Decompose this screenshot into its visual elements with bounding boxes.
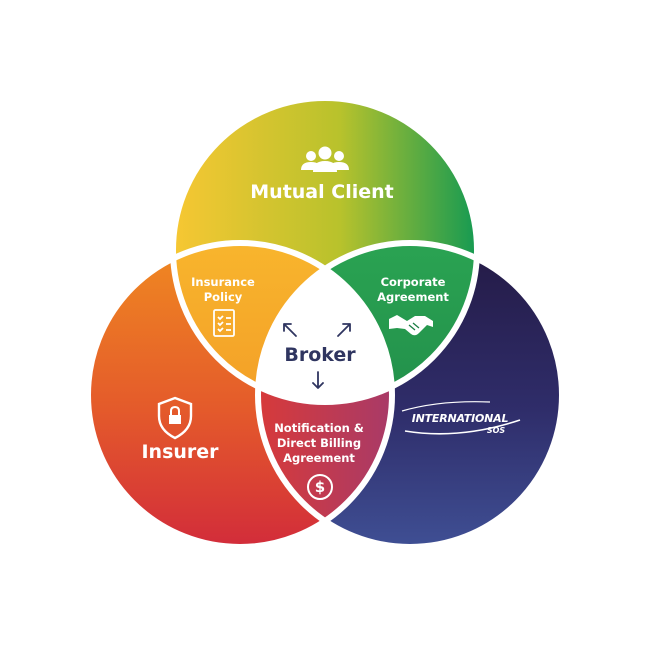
svg-text:SOS: SOS xyxy=(487,426,506,435)
svg-text:$: $ xyxy=(315,478,325,496)
label-notification-line3: Agreement xyxy=(283,451,355,465)
label-insurer: Insurer xyxy=(141,441,219,463)
label-notification-line1: Notification & xyxy=(274,421,364,435)
international-sos-logo: INTERNATIONAL SOS xyxy=(401,401,521,435)
label-insurance-policy-line1: Insurance xyxy=(191,275,255,289)
label-insurance-policy-line2: Policy xyxy=(204,290,243,304)
label-broker: Broker xyxy=(284,344,356,366)
svg-text:INTERNATIONAL: INTERNATIONAL xyxy=(412,412,509,425)
handshake-icon xyxy=(389,315,433,336)
label-mutual-client: Mutual Client xyxy=(250,181,393,203)
arrows-icon xyxy=(283,323,351,389)
overlap-broker-center xyxy=(258,243,392,402)
label-notification-line2: Direct Billing xyxy=(277,436,361,450)
shield-lock-icon xyxy=(157,396,193,440)
dollar-coin-icon: $ xyxy=(307,474,333,500)
label-corporate-agreement-line2: Agreement xyxy=(377,290,449,304)
people-group-icon xyxy=(301,146,349,172)
label-corporate-agreement-line1: Corporate xyxy=(381,275,446,289)
clipboard-checklist-icon xyxy=(213,309,235,337)
